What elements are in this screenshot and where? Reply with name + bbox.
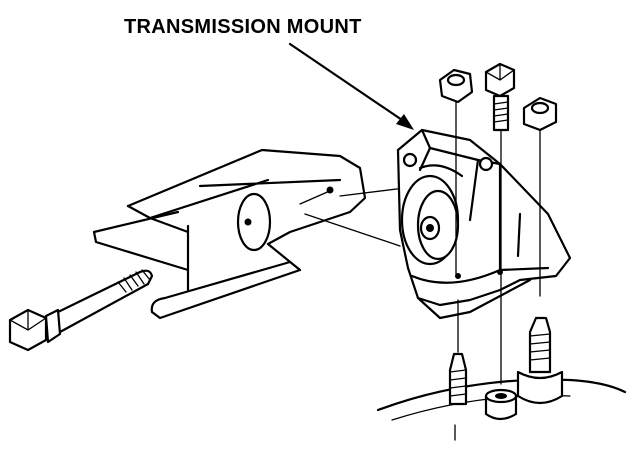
stud-left (448, 299, 468, 406)
leader-arrow (288, 42, 414, 130)
stud-center-socket (484, 388, 518, 421)
stud-right (516, 316, 564, 405)
through-bolt (8, 269, 154, 352)
mount-body (396, 128, 572, 320)
top-bolt-center (484, 62, 516, 385)
transmission-mount-label: TRANSMISSION MOUNT (124, 16, 362, 38)
top-nut-left (438, 68, 474, 275)
top-nut-right (522, 96, 558, 297)
frame-bracket (92, 148, 406, 320)
